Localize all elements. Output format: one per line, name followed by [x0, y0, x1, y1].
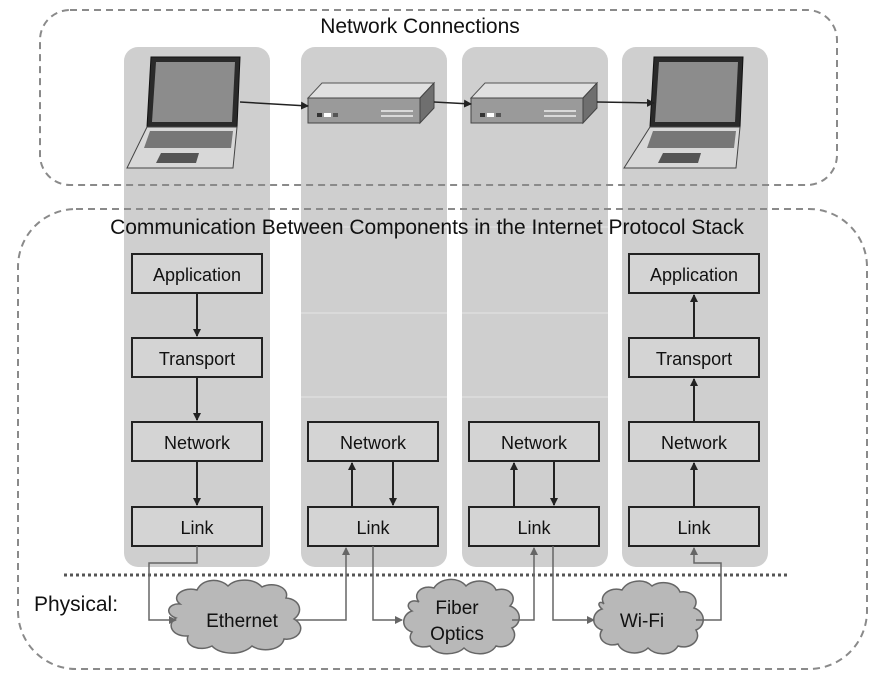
fiber-optics-label-line1: Fiber	[435, 598, 479, 619]
layer-label: Network	[340, 433, 407, 453]
layer-label: Network	[501, 433, 568, 453]
physical-link	[690, 547, 722, 621]
laptop-icon	[126, 56, 241, 169]
physical-link	[148, 546, 198, 624]
layer-box	[307, 421, 439, 462]
ethernet-label: Ethernet	[206, 611, 279, 632]
network-connections-title: Network Connections	[320, 15, 520, 38]
layer-box	[628, 421, 760, 462]
cloud-icon	[168, 578, 704, 655]
layer-label: Network	[661, 433, 728, 453]
layer-label: Network	[164, 433, 231, 453]
physical-link	[372, 546, 403, 624]
laptop-icon	[623, 56, 744, 169]
layer-box	[131, 421, 263, 462]
column-2-background	[301, 47, 447, 567]
router-icon	[306, 81, 436, 125]
layer-box	[628, 253, 760, 294]
layer-label: Transport	[159, 349, 235, 369]
network-connections-group	[39, 9, 838, 186]
layer-label: Application	[153, 265, 241, 285]
layer-label: Link	[180, 518, 214, 538]
layer-box	[131, 506, 263, 547]
physical-label: Physical:	[34, 593, 118, 616]
connection-arrow	[239, 101, 309, 110]
layer-box	[468, 506, 600, 547]
connection-arrow	[433, 99, 472, 108]
fiber-optics-label-line2: Optics	[430, 624, 484, 645]
wifi-label: Wi-Fi	[620, 611, 664, 632]
layer-box	[628, 337, 760, 378]
protocol-stack-group	[17, 208, 868, 670]
column-4-stack: Application Transport Network Link	[628, 253, 760, 547]
physical-link	[552, 546, 595, 624]
protocol-stack-title: Communication Between Components in the …	[110, 216, 744, 239]
layer-label: Link	[356, 518, 390, 538]
layer-box	[628, 506, 760, 547]
column-sheen-lines	[301, 226, 608, 398]
column-3-background	[462, 47, 608, 567]
layer-box	[131, 253, 263, 294]
physical-link	[296, 547, 350, 621]
layer-label: Transport	[656, 349, 732, 369]
layer-label: Link	[517, 518, 551, 538]
column-3-stack: Network Link	[468, 421, 600, 547]
physical-link	[512, 547, 538, 621]
layer-box	[468, 421, 600, 462]
layer-label: Application	[650, 265, 738, 285]
layer-label: Link	[677, 518, 711, 538]
router-icon	[469, 81, 599, 125]
connection-arrow	[596, 98, 655, 107]
